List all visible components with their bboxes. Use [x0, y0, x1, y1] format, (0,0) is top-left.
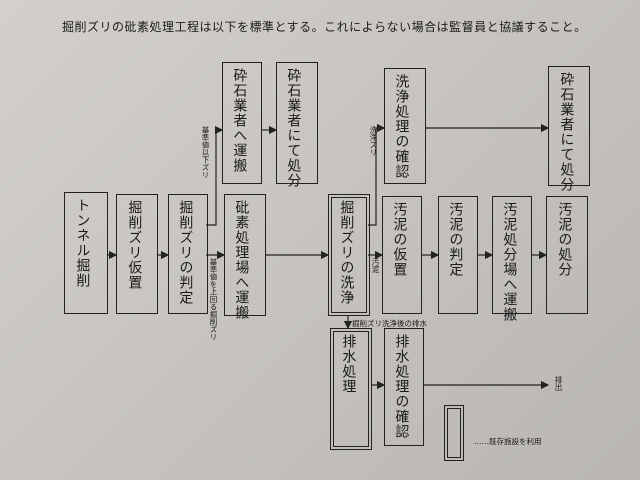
node-box-sludge-disposal: [546, 196, 588, 314]
node-box-arsenic-transport: [224, 194, 266, 316]
node-box-quarry-disposal: [276, 62, 318, 184]
node-box-tunnel: [64, 192, 108, 314]
node-box-quarry-transport: [222, 62, 262, 184]
node-wash-confirm: 洗浄処理の確認: [393, 74, 410, 179]
legend-symbol: [444, 405, 464, 461]
node-box-sludge-judgement: [438, 196, 478, 314]
node-sludge-judgement: 汚泥の判定: [447, 202, 464, 277]
node-box-sludge-storage: [382, 196, 422, 314]
node-arsenic-transport: 砒素処理場へ運搬: [233, 200, 250, 320]
edge-label-below-std: 基準値以下ズリ: [201, 126, 210, 179]
edge-label-discharge: 排出: [554, 376, 563, 391]
node-quarry-disposal2: 砕石業者にて処分: [558, 72, 575, 192]
node-box-judgement: [168, 194, 208, 314]
node-washing: 掘削ズリの洗浄: [338, 200, 355, 305]
node-tunnel: トンネル掘削: [74, 198, 91, 288]
node-temp-storage: 掘削ズリ仮置: [126, 200, 143, 290]
page-heading: 掘削ズリの砒素処理工程は以下を標準とする。これによらない場合は監督員と協議するこ…: [62, 20, 587, 34]
node-box-wash-confirm: [384, 68, 426, 184]
node-drain-confirm: 排水処理の確認: [393, 334, 410, 439]
node-quarry-transport: 砕石業者へ運搬: [231, 68, 248, 173]
node-sludge-disposal: 汚泥の処分: [556, 202, 573, 277]
arrow-washing-to-confirm: [368, 123, 386, 226]
node-box-washing: [328, 194, 370, 316]
node-drain-treatment: 排水処理: [340, 334, 357, 394]
node-sludge-transport: 汚泥処分場へ運搬: [501, 202, 518, 322]
edge-label-wash-zuri: 洗浄ズリ: [369, 126, 378, 156]
node-box-sludge-transport: [492, 196, 532, 314]
legend-label: ……既存施設を利用: [474, 437, 542, 446]
edge-label-wash-drain: 掘削ズリ洗浄後の排水: [352, 319, 427, 328]
node-box-drain-treatment: [330, 328, 372, 450]
node-quarry-disposal: 砕石業者にて処分: [285, 68, 302, 188]
edge-label-above-std: 基準値を上回る掘削ズリ: [209, 258, 218, 341]
node-box-drain-confirm: [384, 328, 424, 446]
node-box-temp-storage: [116, 194, 158, 314]
node-judgement: 掘削ズリの判定: [177, 200, 194, 305]
node-box-quarry-disposal2: [548, 66, 590, 186]
edge-label-sludge: 汚泥: [371, 258, 380, 273]
arrow-judgement-to-quarry: [206, 125, 224, 226]
node-sludge-storage: 汚泥の仮置: [391, 202, 408, 277]
